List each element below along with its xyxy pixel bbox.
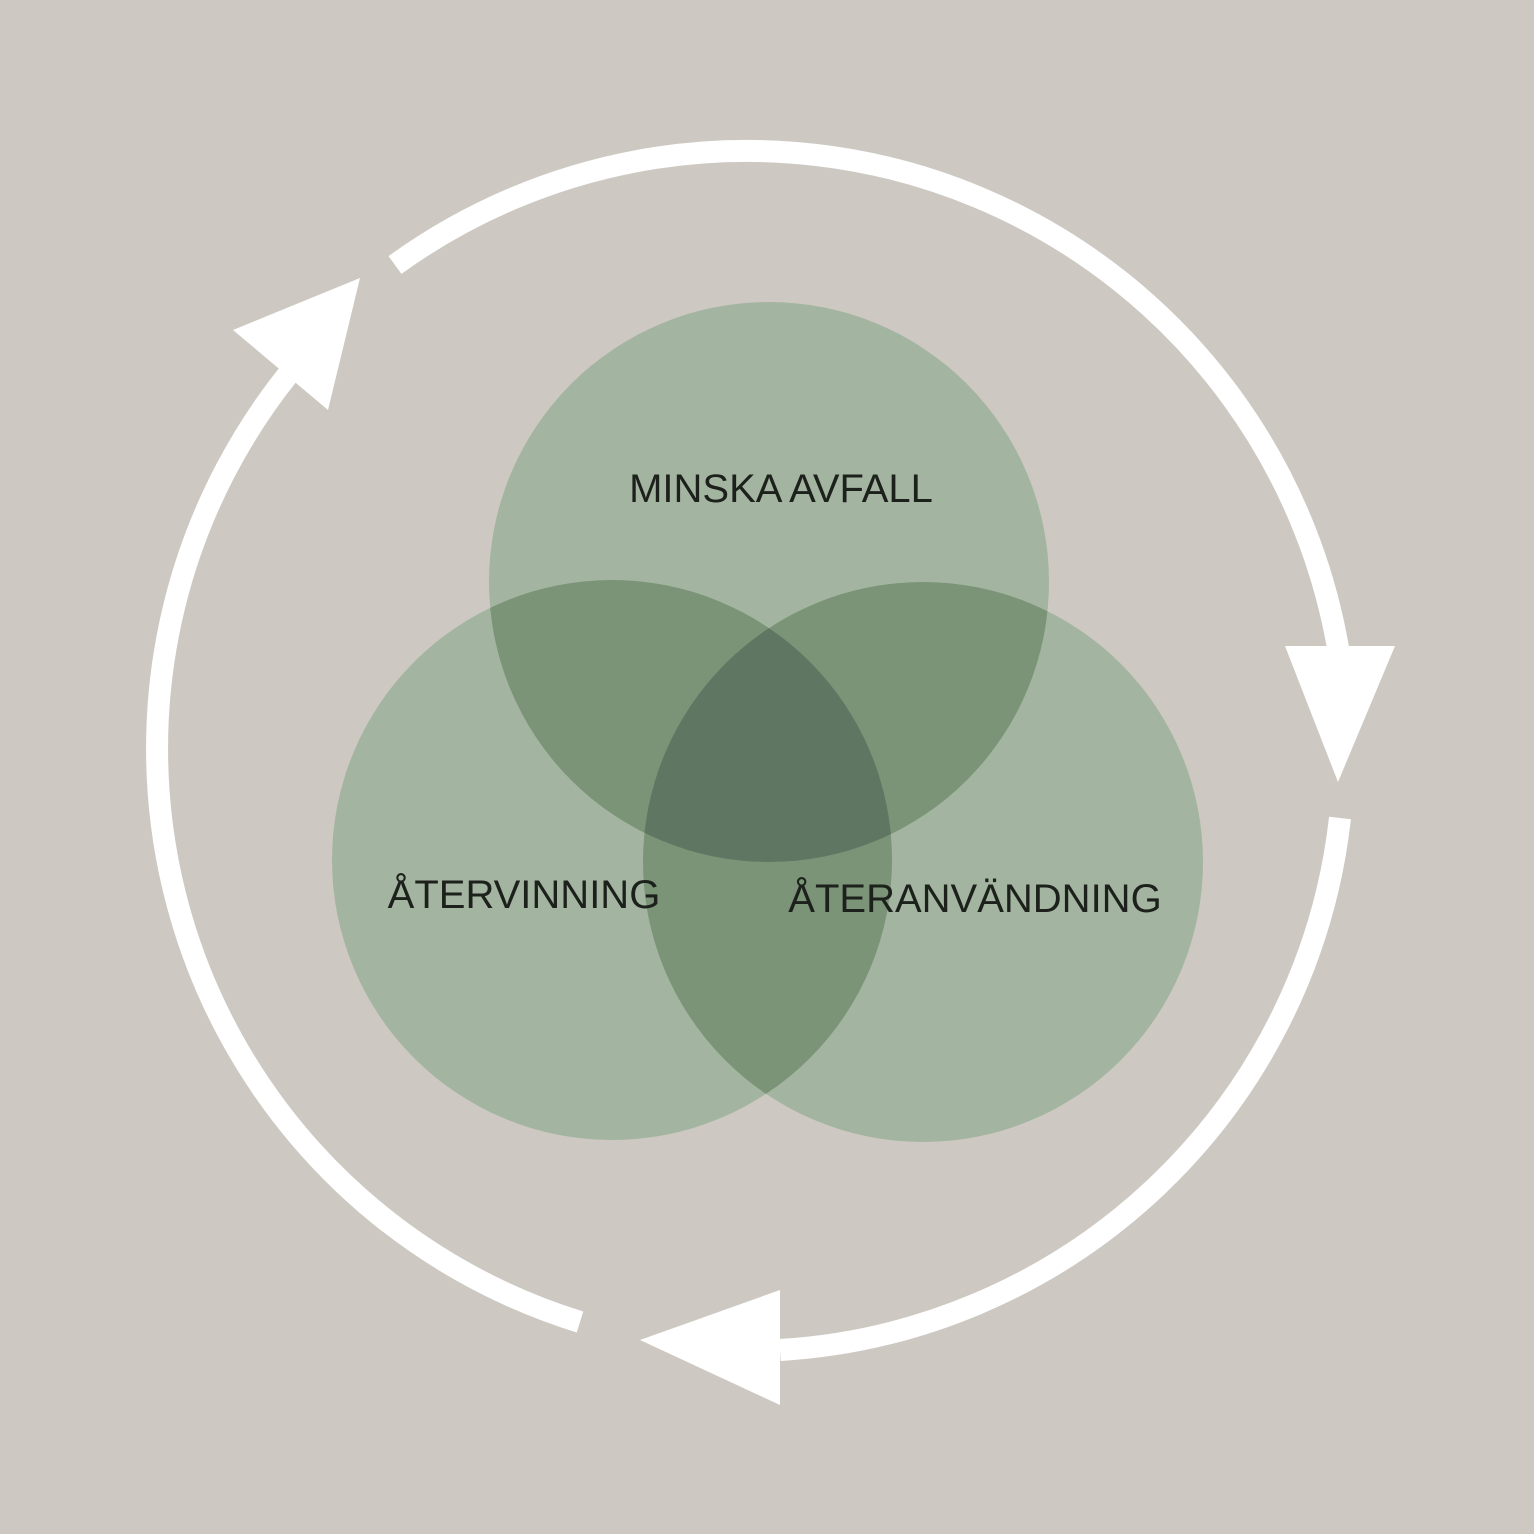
arc-arrow-bottom-right [779,816,1351,1361]
arrowhead-left-icon [640,1290,780,1405]
label-minska-avfall: MINSKA AVFALL [629,467,933,511]
arc-arrow-top [388,139,1351,662]
overlap-center [643,582,892,862]
arrowhead-down-icon [1285,646,1395,782]
arrowhead-up-right-icon [233,278,360,410]
arc-arrow-left [146,352,584,1333]
label-ateranvandning: ÅTERANVÄNDNING [788,876,1161,921]
label-atervinning: ÅTERVINNING [388,872,661,917]
cycle-arrows [146,139,1351,1361]
